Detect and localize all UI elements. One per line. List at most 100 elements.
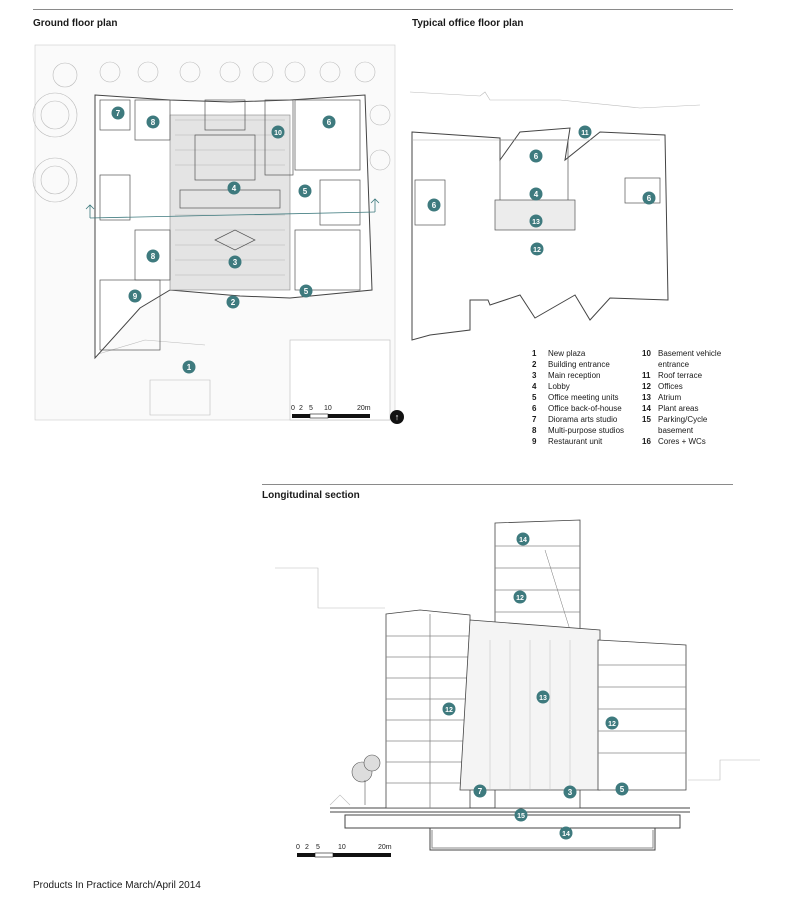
- svg-text:3: 3: [568, 788, 573, 797]
- section-marker: 7: [473, 784, 487, 798]
- section-scale-tick: 20m: [378, 844, 392, 851]
- typical-marker: 4: [529, 187, 543, 201]
- ground-partitions: [99, 99, 361, 351]
- svg-text:4: 4: [232, 184, 237, 193]
- typical-marker: 12: [530, 242, 544, 256]
- footer-text: Products In Practice March/April 2014: [33, 880, 201, 891]
- section-scale-tick: 10: [338, 844, 346, 851]
- section-scale-tick: 0: [296, 844, 300, 851]
- section-right-block: [597, 639, 687, 791]
- section-heading: Longitudinal section: [262, 490, 360, 501]
- section-marker: 3: [563, 785, 577, 799]
- ground-marker: 3: [228, 255, 242, 269]
- typical-floor-heading: Typical office floor plan: [412, 18, 524, 29]
- section-marker: 12: [605, 716, 619, 730]
- section-marker: 15: [514, 808, 528, 822]
- ground-marker: 10: [271, 125, 285, 139]
- ground-building: [94, 94, 373, 360]
- svg-text:10: 10: [274, 130, 282, 137]
- ground-scale-tick: 0: [291, 405, 295, 412]
- ground-marker: 4: [227, 181, 241, 195]
- svg-text:13: 13: [532, 219, 540, 226]
- svg-text:12: 12: [445, 707, 453, 714]
- svg-text:8: 8: [151, 118, 156, 127]
- svg-text:5: 5: [304, 287, 309, 296]
- ground-floor-heading: Ground floor plan: [33, 18, 118, 29]
- svg-text:6: 6: [432, 201, 437, 210]
- ground-marker: 7: [111, 106, 125, 120]
- svg-text:6: 6: [647, 194, 652, 203]
- section-atrium: [459, 619, 601, 791]
- ground-scale-tick: 10: [324, 405, 332, 412]
- typical-marker: 13: [529, 214, 543, 228]
- svg-text:9: 9: [133, 292, 138, 301]
- ground-marker: 1: [182, 360, 196, 374]
- svg-text:7: 7: [478, 787, 483, 796]
- typical-marker: 11: [578, 125, 592, 139]
- section-left-block: [385, 609, 471, 809]
- ground-scale-tick: 20m: [357, 405, 371, 412]
- typical-context: [409, 91, 701, 109]
- svg-text:12: 12: [516, 595, 524, 602]
- ground-marker: 5: [298, 184, 312, 198]
- svg-text:11: 11: [581, 130, 589, 137]
- section-scale-tick: 5: [316, 844, 320, 851]
- svg-text:2: 2: [231, 298, 236, 307]
- ground-scale-tick: 2: [299, 405, 303, 412]
- svg-text:6: 6: [327, 118, 332, 127]
- ground-scale-tick: 5: [309, 405, 313, 412]
- svg-text:7: 7: [116, 109, 121, 118]
- svg-text:15: 15: [517, 813, 525, 820]
- section-marker: 5: [615, 782, 629, 796]
- typical-building: [411, 127, 669, 341]
- section-marker: 12: [513, 590, 527, 604]
- typical-marker: 6: [529, 149, 543, 163]
- ground-lobby-hatch: [169, 114, 291, 291]
- section-tower: [494, 519, 581, 809]
- typical-partitions: [412, 139, 661, 231]
- svg-text:5: 5: [303, 187, 308, 196]
- ground-marker: 8: [146, 249, 160, 263]
- svg-text:1: 1: [187, 363, 192, 372]
- svg-text:12: 12: [533, 247, 541, 254]
- section-scale-tick: 2: [305, 844, 309, 851]
- svg-text:3: 3: [233, 258, 238, 267]
- ground-marker: 8: [146, 115, 160, 129]
- ground-context: [32, 44, 396, 421]
- section-marker: 13: [536, 690, 550, 704]
- ground-marker: 5: [299, 284, 313, 298]
- tree-icon: [351, 754, 381, 805]
- top-rule: [33, 9, 733, 10]
- ground-marker: 9: [128, 289, 142, 303]
- typical-marker: 6: [427, 198, 441, 212]
- svg-text:14: 14: [519, 537, 527, 544]
- svg-text:6: 6: [534, 152, 539, 161]
- svg-text:5: 5: [620, 785, 625, 794]
- section-rule: [262, 484, 733, 485]
- section-marker: 14: [516, 532, 530, 546]
- svg-text:13: 13: [539, 695, 547, 702]
- typical-marker: 6: [642, 191, 656, 205]
